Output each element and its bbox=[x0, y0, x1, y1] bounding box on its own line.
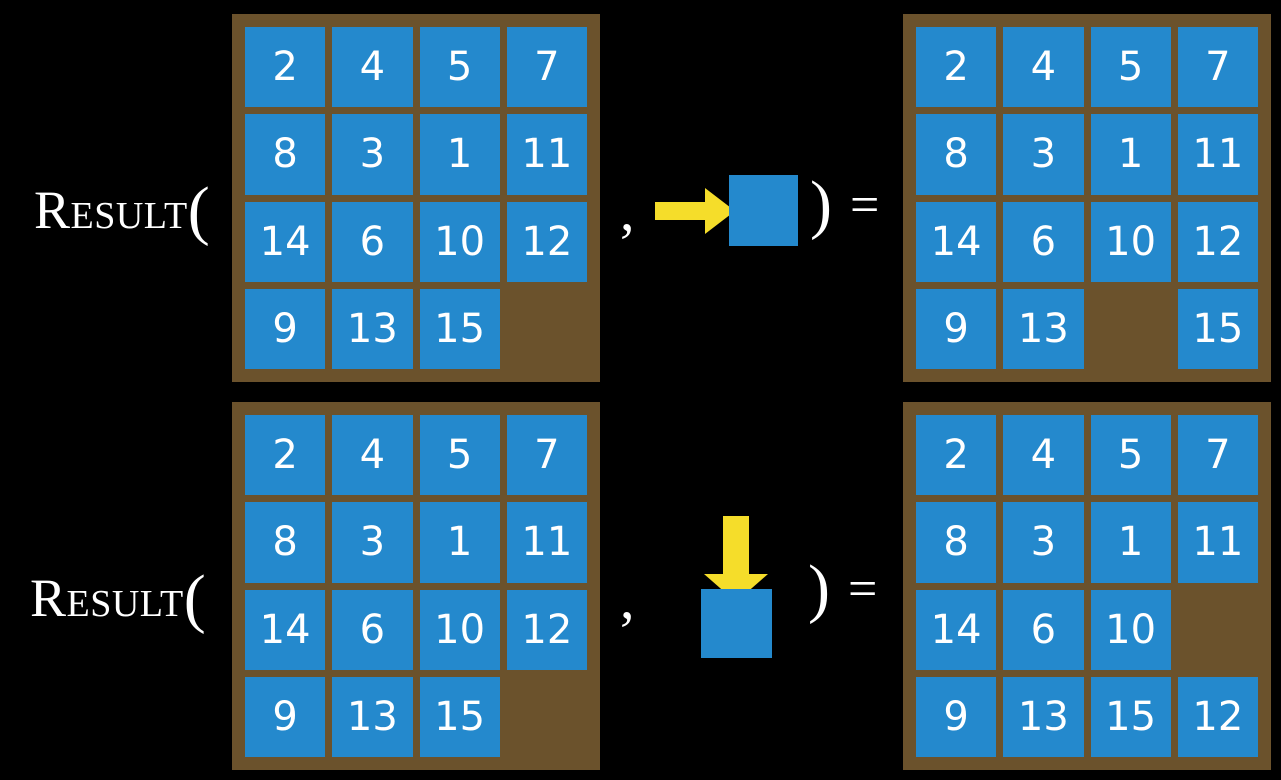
puzzle-tile[interactable]: 5 bbox=[419, 27, 500, 108]
left-paren-row1: ( bbox=[187, 174, 211, 247]
puzzle-tile[interactable]: 11 bbox=[506, 114, 587, 195]
puzzle-tile[interactable]: 12 bbox=[506, 589, 587, 670]
puzzle-tile[interactable]: 13 bbox=[332, 676, 413, 757]
puzzle-tile[interactable]: 3 bbox=[1003, 502, 1084, 583]
left-paren-row2: ( bbox=[183, 562, 207, 635]
puzzle-tile[interactable]: 12 bbox=[1177, 676, 1258, 757]
puzzle-tile[interactable]: 1 bbox=[419, 114, 500, 195]
puzzle-tile[interactable]: 2 bbox=[245, 27, 326, 108]
blank-tile-square-row2 bbox=[701, 589, 772, 658]
puzzle-tile[interactable]: 13 bbox=[1003, 676, 1084, 757]
puzzle-tile[interactable]: 3 bbox=[332, 502, 413, 583]
puzzle-tile[interactable]: 11 bbox=[1177, 114, 1258, 195]
puzzle-tile[interactable]: 6 bbox=[1003, 589, 1084, 670]
puzzle-tile[interactable]: 10 bbox=[1090, 589, 1171, 670]
argument-separator-comma-row1: , bbox=[620, 178, 635, 243]
puzzle-tile[interactable]: 8 bbox=[245, 502, 326, 583]
puzzle-tile[interactable]: 3 bbox=[332, 114, 413, 195]
puzzle-tile[interactable]: 13 bbox=[332, 288, 413, 369]
puzzle-tile[interactable]: 4 bbox=[332, 415, 413, 496]
puzzle-tile[interactable]: 14 bbox=[245, 201, 326, 282]
puzzle-tile[interactable]: 1 bbox=[1090, 502, 1171, 583]
puzzle-tile[interactable]: 8 bbox=[916, 502, 997, 583]
puzzle-tile[interactable]: 15 bbox=[1090, 676, 1171, 757]
puzzle-tile[interactable]: 14 bbox=[916, 589, 997, 670]
puzzle-tile[interactable]: 15 bbox=[1177, 288, 1258, 369]
puzzle-tile[interactable]: 6 bbox=[332, 201, 413, 282]
result-function-label-row2: Result( bbox=[30, 566, 206, 632]
puzzle-tile[interactable]: 7 bbox=[1177, 27, 1258, 108]
result-word-row2: Result bbox=[30, 568, 184, 628]
puzzle-blank-cell bbox=[1178, 590, 1258, 670]
right-arrow-icon-row1 bbox=[655, 188, 735, 234]
result-word-row1: Result bbox=[34, 180, 188, 240]
puzzle-tile[interactable]: 1 bbox=[1090, 114, 1171, 195]
puzzle-tile[interactable]: 14 bbox=[916, 201, 997, 282]
right-paren-row2: ) bbox=[808, 552, 830, 625]
puzzle-tile[interactable]: 7 bbox=[1177, 415, 1258, 496]
puzzle-tile[interactable]: 2 bbox=[916, 27, 997, 108]
puzzle-tile[interactable]: 9 bbox=[916, 288, 997, 369]
puzzle-tile[interactable]: 7 bbox=[506, 415, 587, 496]
puzzle-tile[interactable]: 3 bbox=[1003, 114, 1084, 195]
puzzle-tile[interactable]: 15 bbox=[419, 676, 500, 757]
equals-sign-row2: = bbox=[848, 561, 878, 618]
equals-sign-row1: = bbox=[850, 177, 880, 234]
puzzle-tile[interactable]: 8 bbox=[916, 114, 997, 195]
puzzle-tile[interactable]: 1 bbox=[419, 502, 500, 583]
puzzle-tile[interactable]: 10 bbox=[419, 589, 500, 670]
puzzle-tile[interactable]: 10 bbox=[1090, 201, 1171, 282]
puzzle-tile[interactable]: 9 bbox=[245, 288, 326, 369]
puzzle-tile[interactable]: 5 bbox=[1090, 27, 1171, 108]
puzzle-tile[interactable]: 14 bbox=[245, 589, 326, 670]
puzzle-tile[interactable]: 5 bbox=[1090, 415, 1171, 496]
puzzle-tile[interactable]: 4 bbox=[1003, 27, 1084, 108]
puzzle-tile[interactable]: 10 bbox=[419, 201, 500, 282]
argument-separator-comma-row2: , bbox=[620, 566, 635, 631]
result-function-label-row1: Result( bbox=[34, 178, 210, 244]
puzzle-tile[interactable]: 9 bbox=[916, 676, 997, 757]
puzzle-tile[interactable]: 8 bbox=[245, 114, 326, 195]
blank-tile-square-row1 bbox=[729, 175, 798, 246]
puzzle-tile[interactable]: 11 bbox=[506, 502, 587, 583]
puzzle-tile[interactable]: 6 bbox=[1003, 201, 1084, 282]
puzzle-tile[interactable]: 4 bbox=[1003, 415, 1084, 496]
puzzle-blank-cell bbox=[1091, 289, 1171, 369]
puzzle-tile[interactable]: 2 bbox=[245, 415, 326, 496]
puzzle-tile[interactable]: 13 bbox=[1003, 288, 1084, 369]
puzzle-blank-cell bbox=[507, 677, 587, 757]
puzzle-tile[interactable]: 4 bbox=[332, 27, 413, 108]
right-paren-row1: ) bbox=[810, 168, 832, 241]
puzzle-tile[interactable]: 12 bbox=[1177, 201, 1258, 282]
puzzle-blank-cell bbox=[507, 289, 587, 369]
puzzle-tile[interactable]: 11 bbox=[1177, 502, 1258, 583]
puzzle-tile[interactable]: 6 bbox=[332, 589, 413, 670]
puzzle-tile[interactable]: 15 bbox=[419, 288, 500, 369]
puzzle-tile[interactable]: 9 bbox=[245, 676, 326, 757]
puzzle-tile[interactable]: 12 bbox=[506, 201, 587, 282]
down-arrow-icon-row2 bbox=[704, 516, 768, 602]
puzzle-tile[interactable]: 7 bbox=[506, 27, 587, 108]
puzzle-tile[interactable]: 5 bbox=[419, 415, 500, 496]
puzzle-tile[interactable]: 2 bbox=[916, 415, 997, 496]
